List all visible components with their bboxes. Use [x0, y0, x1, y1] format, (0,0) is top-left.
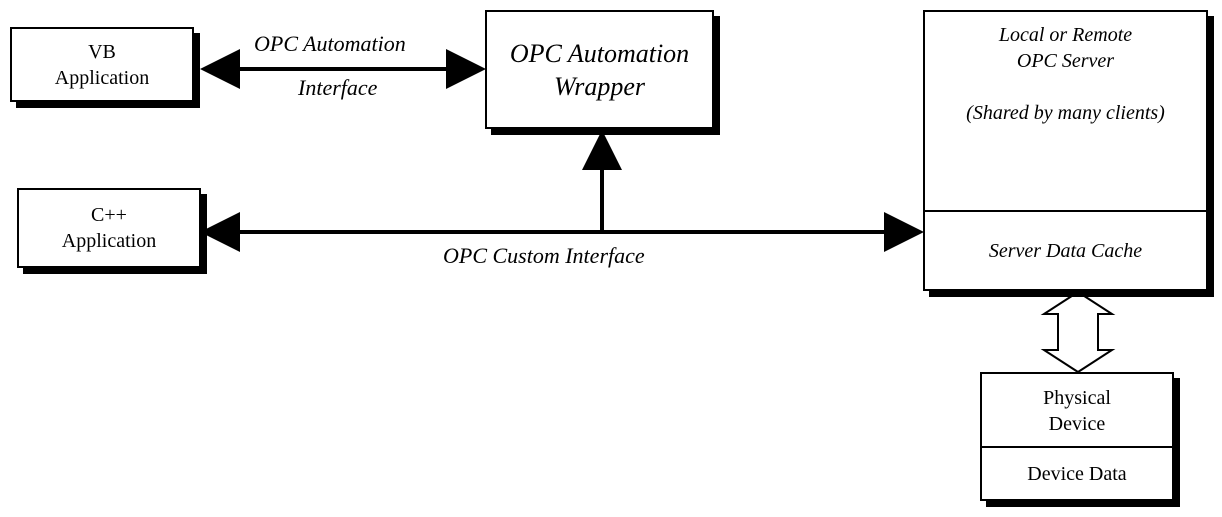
cpp-application-box: C++ Application	[17, 188, 201, 268]
cpp-application-line2: Application	[61, 230, 157, 252]
opc-server-box: Local or Remote OPC Server (Shared by ma…	[923, 10, 1208, 291]
device-data: Device Data	[1027, 462, 1127, 485]
physical-device-box: Physical Device Device Data	[980, 372, 1174, 501]
opc-server-header: Local or Remote OPC Server (Shared by ma…	[925, 22, 1206, 212]
opc-server-divider	[925, 210, 1206, 212]
opc-server-line2: OPC Server	[1016, 50, 1115, 72]
opc-automation-wrapper-box: OPC Automation Wrapper	[485, 10, 714, 129]
server-data-cache: Server Data Cache	[988, 239, 1143, 262]
opc-server-line3: (Shared by many clients)	[966, 102, 1165, 124]
physical-device-line2: Device	[1048, 413, 1106, 435]
physical-device-divider	[982, 446, 1172, 448]
automation-interface-label-line2: Interface	[298, 75, 378, 100]
wrapper-line2: Wrapper	[554, 71, 645, 101]
vb-application-box: VB Application	[10, 27, 194, 102]
automation-interface-label-line1: OPC Automation	[254, 31, 406, 56]
wrapper-line1: OPC Automation	[509, 38, 690, 68]
vb-application-line1: VB	[88, 40, 116, 63]
physical-device-line1: Physical	[1043, 387, 1111, 409]
opc-server-line1: Local or Remote	[998, 24, 1133, 46]
server-device-hollow-arrow	[1040, 290, 1116, 374]
custom-interface-label: OPC Custom Interface	[443, 243, 645, 268]
cpp-application-line1: C++	[91, 204, 127, 226]
physical-device-header: Physical Device	[982, 378, 1172, 444]
vb-application-line2: Application	[54, 66, 150, 89]
